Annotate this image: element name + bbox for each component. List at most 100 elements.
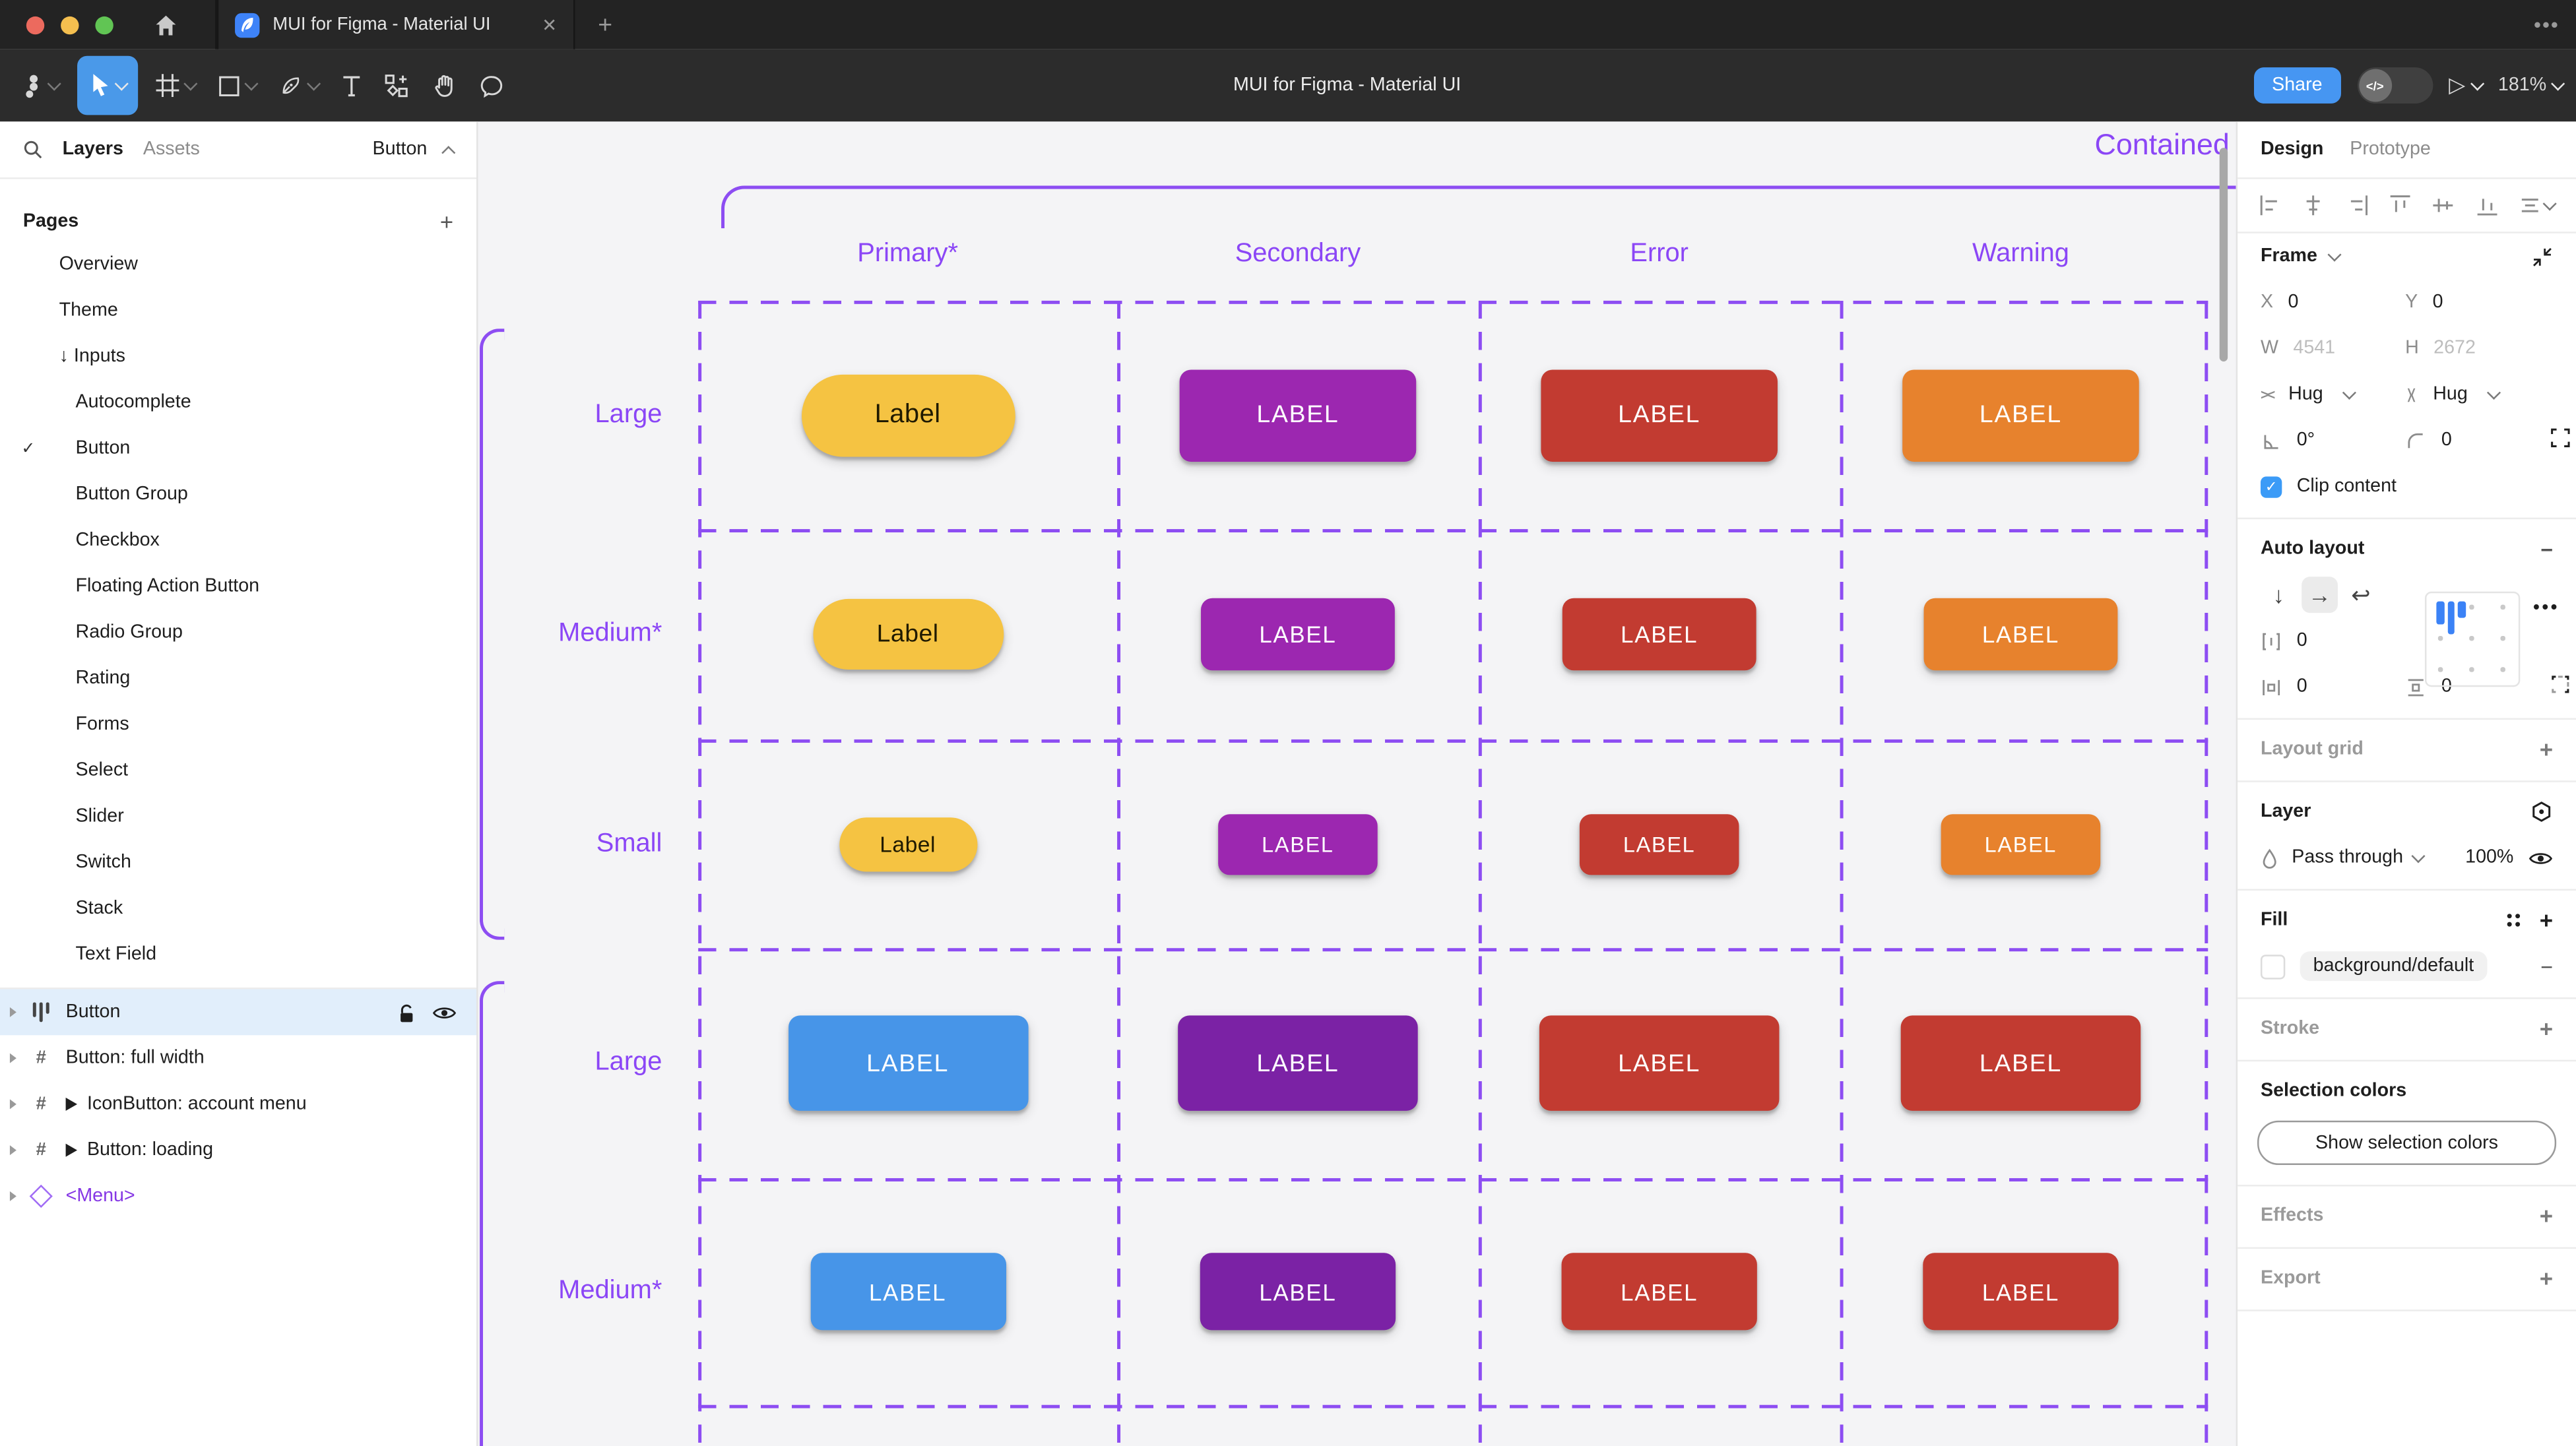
file-tab[interactable]: MUI for Figma - Material UI ✕ (216, 0, 575, 49)
add-stroke-icon[interactable]: + (2539, 1015, 2554, 1042)
page-item[interactable]: Slider (75, 807, 124, 827)
mui-button[interactable]: LABEL (1539, 1015, 1780, 1111)
mui-button[interactable]: LABEL (1923, 1253, 2119, 1331)
add-layout-grid-icon[interactable]: + (2539, 736, 2554, 763)
document-title[interactable]: MUI for Figma - Material UI (1233, 75, 1462, 96)
minimize-light-icon[interactable] (61, 15, 79, 34)
show-selection-colors-button[interactable]: Show selection colors (2257, 1120, 2557, 1166)
align-left-icon[interactable] (2259, 194, 2282, 217)
figma-menu[interactable] (13, 56, 71, 115)
expand-caret-icon[interactable] (9, 1191, 16, 1201)
shape-tool[interactable] (207, 56, 268, 115)
new-tab-button[interactable]: + (598, 11, 613, 39)
eye-icon[interactable] (2528, 849, 2553, 867)
layer-row[interactable]: Button (0, 989, 477, 1036)
collapse-icon[interactable] (2532, 245, 2553, 267)
present-button[interactable]: ▷ (2449, 73, 2484, 99)
hand-tool[interactable] (420, 56, 468, 115)
zoom-light-icon[interactable] (95, 15, 113, 34)
expand-caret-icon[interactable] (9, 1099, 16, 1110)
align-h-center-icon[interactable] (2302, 194, 2325, 217)
comment-tool[interactable] (468, 56, 516, 115)
add-fill-icon[interactable]: + (2539, 906, 2554, 933)
page-item[interactable]: Rating (75, 668, 131, 689)
canvas-scrollbar[interactable] (2219, 148, 2228, 362)
page-item[interactable]: ↓ Inputs (59, 346, 125, 367)
mui-button[interactable]: LABEL (1579, 813, 1739, 875)
expand-caret-icon[interactable] (9, 1007, 16, 1017)
mui-button[interactable]: LABEL (787, 1015, 1028, 1111)
blend-mode-select[interactable]: Pass through (2292, 848, 2403, 868)
layout-right-icon[interactable]: → (2302, 577, 2338, 613)
mui-button[interactable]: LABEL (810, 1253, 1006, 1331)
row-label[interactable]: Large (595, 1048, 662, 1077)
layer-row[interactable]: #Button: loading (0, 1127, 476, 1174)
column-header[interactable]: Error (1630, 239, 1689, 268)
align-top-icon[interactable] (2389, 194, 2412, 217)
components-tool[interactable] (373, 56, 420, 115)
move-tool[interactable] (77, 55, 139, 115)
vertical-padding-field[interactable]: 0 (2405, 676, 2550, 697)
corner-radius-field[interactable]: 0 (2405, 429, 2550, 451)
row-label[interactable]: Small (596, 829, 662, 858)
rotation-field[interactable]: 0° (2261, 429, 2405, 451)
add-page-icon[interactable]: + (439, 208, 454, 236)
independent-corners-icon[interactable] (2550, 427, 2571, 454)
page-item[interactable]: Switch (75, 852, 131, 873)
pen-tool[interactable] (268, 56, 331, 115)
tab-design[interactable]: Design (2260, 139, 2324, 160)
section-selector[interactable]: Button (373, 140, 456, 160)
page-item[interactable]: Autocomplete (75, 393, 191, 413)
opacity-field[interactable]: 100% (2465, 848, 2514, 868)
share-button[interactable]: Share (2253, 67, 2340, 104)
auto-layout-more-icon[interactable]: ••• (2533, 598, 2560, 618)
section-title[interactable]: Contained (2094, 128, 2230, 162)
tab-prototype[interactable]: Prototype (2350, 139, 2431, 160)
mui-button[interactable]: LABEL (1900, 1015, 2141, 1111)
expand-caret-icon[interactable] (9, 1053, 16, 1063)
add-effect-icon[interactable]: + (2539, 1203, 2554, 1230)
align-bottom-icon[interactable] (2475, 194, 2498, 217)
mui-button[interactable]: LABEL (1201, 598, 1395, 671)
auto-layout-alignment-grid[interactable] (2424, 591, 2521, 687)
dev-mode-toggle[interactable]: </> (2356, 67, 2433, 104)
row-label[interactable]: Medium* (558, 619, 662, 648)
mui-button[interactable]: LABEL (1200, 1253, 1396, 1331)
clip-content-checkbox[interactable]: ✓ (2260, 476, 2282, 497)
frame-tool[interactable] (145, 56, 207, 115)
mui-button[interactable]: LABEL (1561, 1253, 1757, 1331)
page-item[interactable]: Overview (59, 255, 138, 274)
individual-padding-icon[interactable] (2550, 674, 2571, 700)
text-tool[interactable] (330, 56, 373, 115)
page-item[interactable]: Radio Group (75, 623, 183, 643)
align-right-icon[interactable] (2346, 194, 2369, 217)
tab-close-icon[interactable]: ✕ (542, 15, 558, 36)
tab-assets[interactable]: Assets (143, 139, 200, 160)
chevron-down-icon[interactable] (2327, 247, 2341, 261)
remove-auto-layout-icon[interactable]: − (2540, 536, 2554, 561)
home-icon[interactable] (137, 0, 196, 49)
mui-button[interactable]: LABEL (1562, 598, 1756, 671)
expand-caret-icon[interactable] (9, 1145, 16, 1156)
tab-layers[interactable]: Layers (62, 139, 123, 160)
fill-token-chip[interactable]: background/default (2300, 951, 2488, 982)
page-item[interactable]: ✓Button (21, 439, 131, 458)
unlock-icon[interactable] (398, 1001, 416, 1022)
page-item[interactable]: Stack (75, 898, 123, 919)
column-header[interactable]: Warning (1972, 239, 2069, 268)
zoom-menu[interactable]: 181% (2498, 76, 2565, 95)
traffic-lights[interactable] (26, 15, 113, 34)
layer-row[interactable]: #Button: full width (0, 1035, 476, 1081)
layout-down-icon[interactable]: ↓ (2272, 581, 2285, 608)
column-header[interactable]: Secondary (1235, 239, 1361, 268)
layer-row[interactable]: <Menu> (0, 1174, 476, 1220)
styles-icon[interactable] (2503, 910, 2523, 930)
mui-button[interactable]: LABEL (1541, 369, 1778, 461)
page-item[interactable]: Text Field (75, 945, 157, 965)
horizontal-padding-field[interactable]: 0 (2261, 676, 2405, 697)
hug-horizontal-select[interactable]: ><Hug (2261, 385, 2405, 404)
